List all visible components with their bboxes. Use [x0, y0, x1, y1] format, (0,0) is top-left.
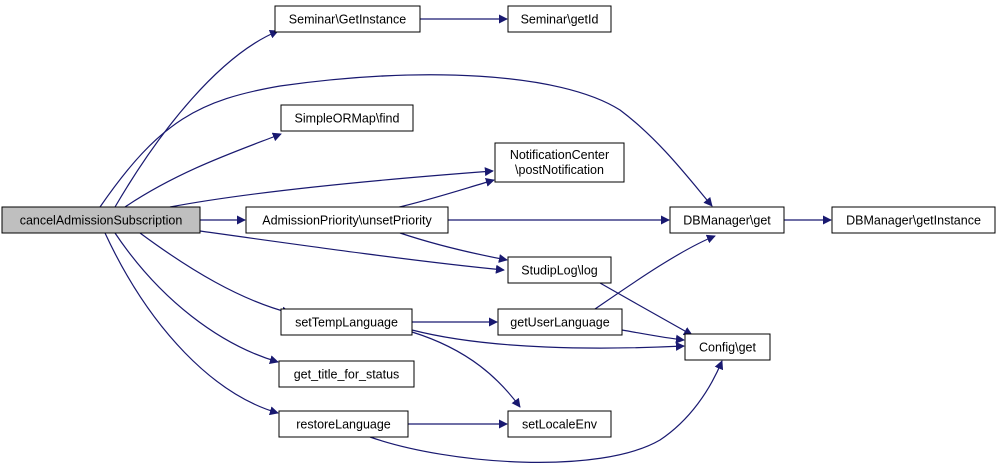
edge-cancel-to-settemplanguage: [139, 232, 291, 316]
edge-settemplanguage-to-config-get: [411, 329, 685, 351]
node-label: \postNotification: [515, 163, 604, 177]
edge-getuserlanguage-to-config-get: [621, 329, 685, 344]
node-label: DBManager\getInstance: [846, 214, 981, 228]
edge-admissionpriority-to-studiplog: [399, 232, 508, 263]
edge-cancel-to-get-title-for-status: [114, 232, 279, 365]
node-label: NotificationCenter: [510, 148, 609, 162]
node-simpleormap-find[interactable]: SimpleORMap\find: [280, 104, 414, 132]
edge-studiplog-to-config-get: [599, 282, 693, 336]
node-seminar-getinstance[interactable]: Seminar\GetInstance: [274, 5, 421, 33]
node-restorelanguage[interactable]: restoreLanguage: [278, 410, 409, 438]
node-notificationcenter-postnotification[interactable]: NotificationCenter \postNotification: [494, 142, 625, 183]
node-label: SimpleORMap\find: [295, 112, 400, 126]
edge-getuserlanguage-to-dbmanager-get: [594, 234, 716, 310]
node-dbmanager-getinstance[interactable]: DBManager\getInstance: [831, 206, 996, 234]
node-getuserlanguage[interactable]: getUserLanguage: [497, 308, 623, 336]
edge-cancel-to-restorelanguage: [104, 232, 279, 416]
node-label: setLocaleEnv: [522, 418, 598, 432]
node-label: restoreLanguage: [296, 418, 391, 432]
node-label: Seminar\getId: [521, 13, 599, 27]
node-label: getUserLanguage: [510, 316, 609, 330]
edge-cancel-to-dbmanager-get: [99, 74, 713, 208]
node-label: StudipLog\log: [521, 264, 598, 278]
node-admissionpriority-unsetpriority[interactable]: AdmissionPriority\unsetPriority: [245, 206, 449, 234]
node-label: get_title_for_status: [294, 368, 400, 382]
node-label: AdmissionPriority\unsetPriority: [262, 214, 432, 228]
node-label: cancelAdmissionSubscription: [20, 214, 183, 228]
node-cancel-admission-subscription[interactable]: cancelAdmissionSubscription: [1, 206, 201, 234]
edge-settemplanguage-to-setlocaleenv: [411, 331, 521, 408]
edges: [99, 14, 832, 463]
edge-cancel-to-seminar-getinstance: [114, 29, 279, 208]
node-dbmanager-get[interactable]: DBManager\get: [669, 206, 785, 234]
node-label: setTempLanguage: [295, 316, 398, 330]
edge-restorelanguage-to-config-get: [369, 360, 724, 463]
nodes: cancelAdmissionSubscription Seminar\GetI…: [1, 5, 996, 438]
node-label: Seminar\GetInstance: [289, 13, 406, 27]
edge-cancel-to-notificationcenter: [169, 167, 494, 208]
edge-cancel-to-studiplog: [199, 230, 505, 274]
node-studiplog-log[interactable]: StudipLog\log: [507, 256, 612, 284]
node-settemplanguage[interactable]: setTempLanguage: [280, 308, 413, 336]
node-setlocaleenv[interactable]: setLocaleEnv: [507, 410, 612, 438]
node-get-title-for-status[interactable]: get_title_for_status: [278, 360, 415, 388]
edge-admissionpriority-to-notificationcenter: [394, 177, 495, 209]
node-label: DBManager\get: [683, 214, 771, 228]
node-seminar-getid[interactable]: Seminar\getId: [507, 5, 612, 33]
node-config-get[interactable]: Config\get: [684, 333, 771, 361]
node-label: Config\get: [699, 341, 757, 355]
edge-cancel-to-simpleormap-find: [124, 132, 282, 208]
